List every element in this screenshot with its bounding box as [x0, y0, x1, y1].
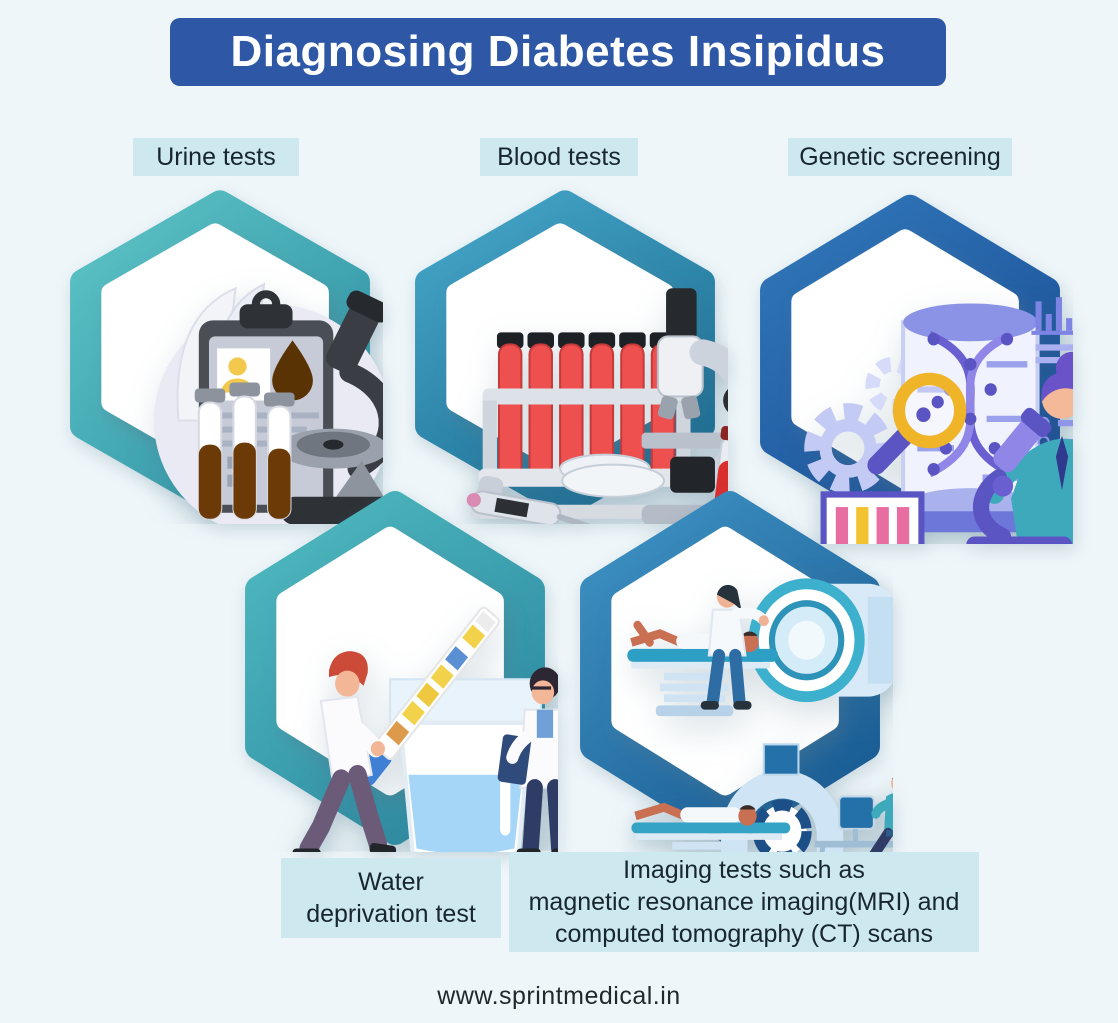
hex-genetic-screening — [747, 188, 1073, 544]
label-imaging-line3: computed tomography (CT) scans — [555, 920, 933, 948]
urine-test-tubes-icon — [194, 382, 295, 451]
label-water-deprivation-test: Water deprivation test — [281, 858, 501, 938]
ct-scanner-icon — [762, 743, 800, 773]
page-title-text: Diagnosing Diabetes Insipidus — [230, 27, 886, 76]
page-title: Diagnosing Diabetes Insipidus — [170, 18, 946, 86]
label-genetic-screening: Genetic screening — [788, 138, 1012, 176]
magnifier-icon — [867, 372, 967, 467]
label-water-line1: Water — [358, 868, 424, 896]
purple-microscope-icon — [993, 417, 1015, 467]
label-blood-tests: Blood tests — [480, 138, 638, 176]
label-urine-tests: Urine tests — [133, 138, 299, 176]
label-water-line2: deprivation test — [306, 900, 476, 928]
website-url: www.sprintmedical.in — [0, 982, 1118, 1011]
genetic-screening-illustration — [804, 303, 1015, 467]
hex-blood-tests — [402, 184, 728, 524]
label-blood-tests-text: Blood tests — [497, 143, 621, 171]
mri-technician-icon — [700, 584, 769, 710]
water-glass-icon — [389, 678, 500, 773]
hex-imaging-tests — [567, 484, 893, 852]
imaging-tests-illustration — [627, 578, 835, 773]
test-strip-icon — [352, 606, 500, 773]
blood-test-illustration — [482, 288, 670, 451]
label-urine-tests-text: Urine tests — [156, 143, 276, 171]
microscope-icon — [641, 288, 670, 449]
urine-test-illustration — [154, 282, 325, 451]
hex-water-deprivation-test — [232, 484, 558, 852]
label-imaging-tests: Imaging tests such as magnetic resonance… — [509, 852, 979, 952]
label-imaging-line1: Imaging tests such as — [623, 856, 865, 884]
urine-drop-icon — [272, 340, 313, 401]
male-lab-technician-icon — [319, 651, 386, 773]
label-genetic-screening-text: Genetic screening — [799, 143, 1001, 171]
hex-urine-tests — [57, 184, 383, 524]
website-url-text: www.sprintmedical.in — [437, 982, 681, 1010]
water-deprivation-illustration — [319, 606, 500, 773]
label-imaging-line2: magnetic resonance imaging(MRI) and — [528, 888, 960, 916]
